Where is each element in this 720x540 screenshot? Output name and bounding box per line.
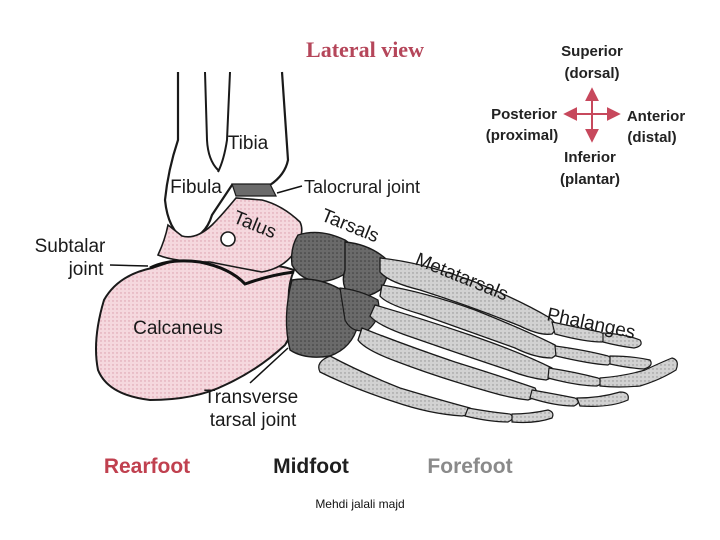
label-transverse-line1: Transverse	[204, 387, 298, 408]
label-calcaneus: Calcaneus	[133, 318, 223, 339]
author-credit: Mehdi jalali majd	[315, 497, 405, 511]
compass-anterior: Anterior	[627, 108, 686, 125]
label-fibula: Fibula	[170, 177, 222, 198]
metatarsal-bones	[318, 257, 559, 417]
region-forefoot: Forefoot	[427, 455, 512, 478]
fibula-bone	[204, 71, 231, 173]
talocrural-leader	[276, 185, 303, 194]
phalanx-bones	[464, 321, 678, 424]
compass-inferior-sub: (plantar)	[560, 171, 620, 188]
compass-posterior: Posterior	[491, 106, 557, 123]
direction-compass: Superior (dorsal) Posterior (proximal) A…	[486, 43, 686, 188]
compass-anterior-sub: (distal)	[627, 129, 676, 146]
subtalar-leader	[109, 264, 149, 267]
cuboid-bone	[285, 278, 359, 358]
subtalar-joint-line	[149, 259, 295, 286]
label-talocrural-joint: Talocrural joint	[304, 177, 420, 197]
compass-superior-sub: (dorsal)	[564, 65, 619, 82]
talus-marker	[220, 231, 236, 247]
region-midfoot: Midfoot	[273, 455, 349, 478]
cuneiform-bones	[342, 241, 389, 298]
label-subtalar-line1: Subtalar	[35, 236, 106, 257]
label-transverse-line2: tarsal joint	[210, 410, 297, 431]
label-subtalar-line2: joint	[68, 259, 105, 280]
navicular-bone	[290, 231, 356, 283]
compass-superior: Superior	[561, 43, 623, 60]
title: Lateral view	[306, 37, 424, 62]
transverse-leader	[249, 347, 289, 384]
compass-inferior: Inferior	[564, 149, 616, 166]
talocrural-joint-band	[231, 183, 277, 197]
region-rearfoot: Rearfoot	[104, 455, 190, 478]
label-tibia: Tibia	[228, 133, 269, 154]
compass-posterior-sub: (proximal)	[486, 127, 559, 144]
